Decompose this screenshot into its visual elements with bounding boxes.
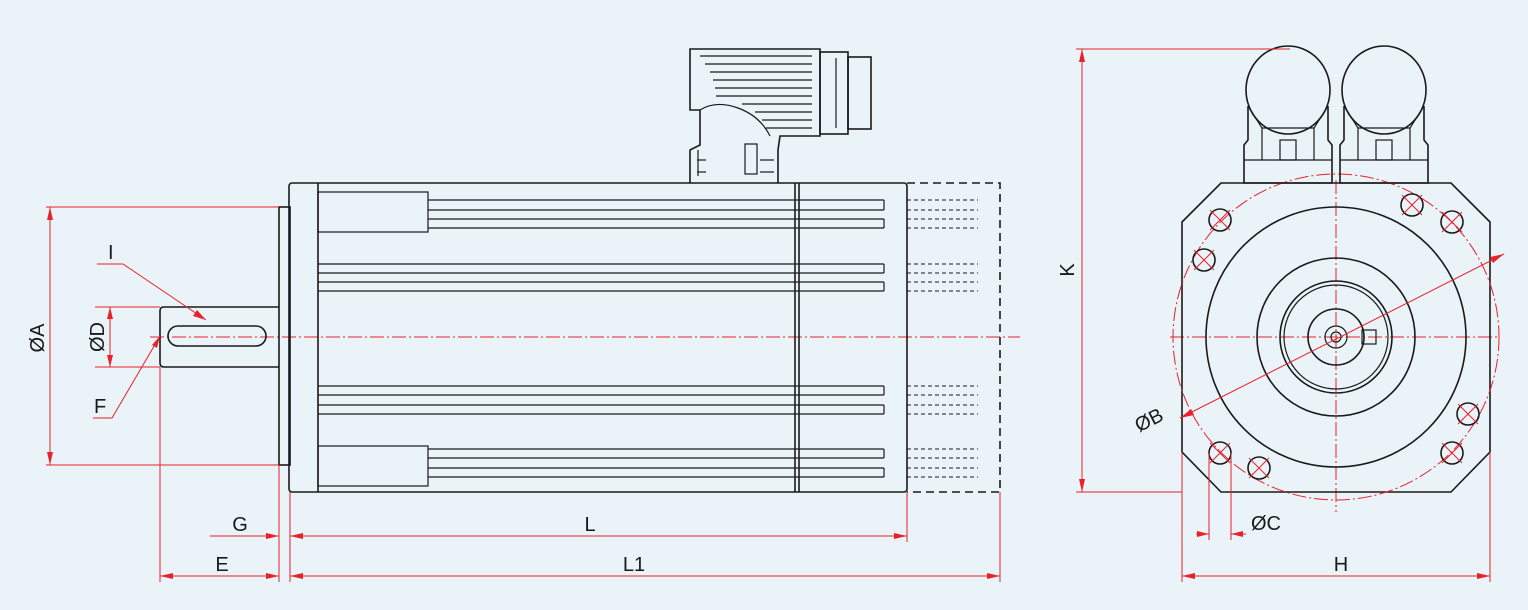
label-k: K [1057,263,1079,277]
label-phi-a: ØA [27,323,49,353]
label-e: E [215,554,228,576]
label-l: L [584,514,595,536]
side-connector [689,48,872,183]
shaft [159,306,279,368]
brake-extension [907,182,1001,493]
nameplate-bottom [317,445,429,487]
dim-phi-a: ØA [27,207,53,465]
dim-e: E [160,554,279,579]
leader-f: F [93,335,161,419]
hole-br-1 [1456,402,1480,426]
front-connector-left [1243,45,1333,184]
dim-phi-b: ØB [1131,253,1505,437]
dim-l1: L1 [290,554,1000,579]
side-view: ØA ØD I F G [27,48,1020,582]
shaft-face [1307,308,1365,366]
label-g: G [232,514,248,536]
hole-bl-2 [1247,456,1271,480]
dim-g: G [210,514,303,539]
mounting-flange [278,206,291,466]
hole-tr-2 [1440,210,1464,234]
hole-br-2 [1440,441,1464,465]
dim-h: H [1182,554,1490,579]
dim-phi-d: ØD [87,307,113,367]
hole-tr-1 [1400,193,1424,217]
key-slot [1361,329,1377,345]
hole-tl-1 [1208,208,1232,232]
pilot-ring-1 [1256,257,1416,417]
label-phi-b: ØB [1131,404,1167,437]
pilot-outer [1205,206,1467,468]
pilot-ring-2 [1279,280,1393,394]
bolt-circle [1172,173,1500,501]
pilot-ring-3 [1283,284,1389,390]
leader-i: I [97,242,207,321]
front-connector-right [1339,45,1429,184]
front-view: K ØB ØC H [1057,45,1505,582]
label-h: H [1334,554,1348,576]
front-flange [1181,182,1491,493]
keyway-slot [167,325,267,347]
side-extension-lines [46,206,1001,582]
motor-body [288,182,908,493]
hole-tl-2 [1192,248,1216,272]
nameplate-top [317,191,429,233]
label-phi-d: ØD [87,322,109,352]
mounting-holes [1192,193,1480,480]
shaft-center [1324,325,1348,349]
dim-phi-c: ØC [1196,513,1281,537]
label-i: I [108,242,114,264]
front-extension-lines [1076,48,1491,582]
label-l1: L1 [623,554,645,576]
label-phi-c: ØC [1251,513,1281,535]
dim-l: L [290,514,907,539]
dim-k: K [1057,49,1085,492]
label-f: F [94,396,106,418]
